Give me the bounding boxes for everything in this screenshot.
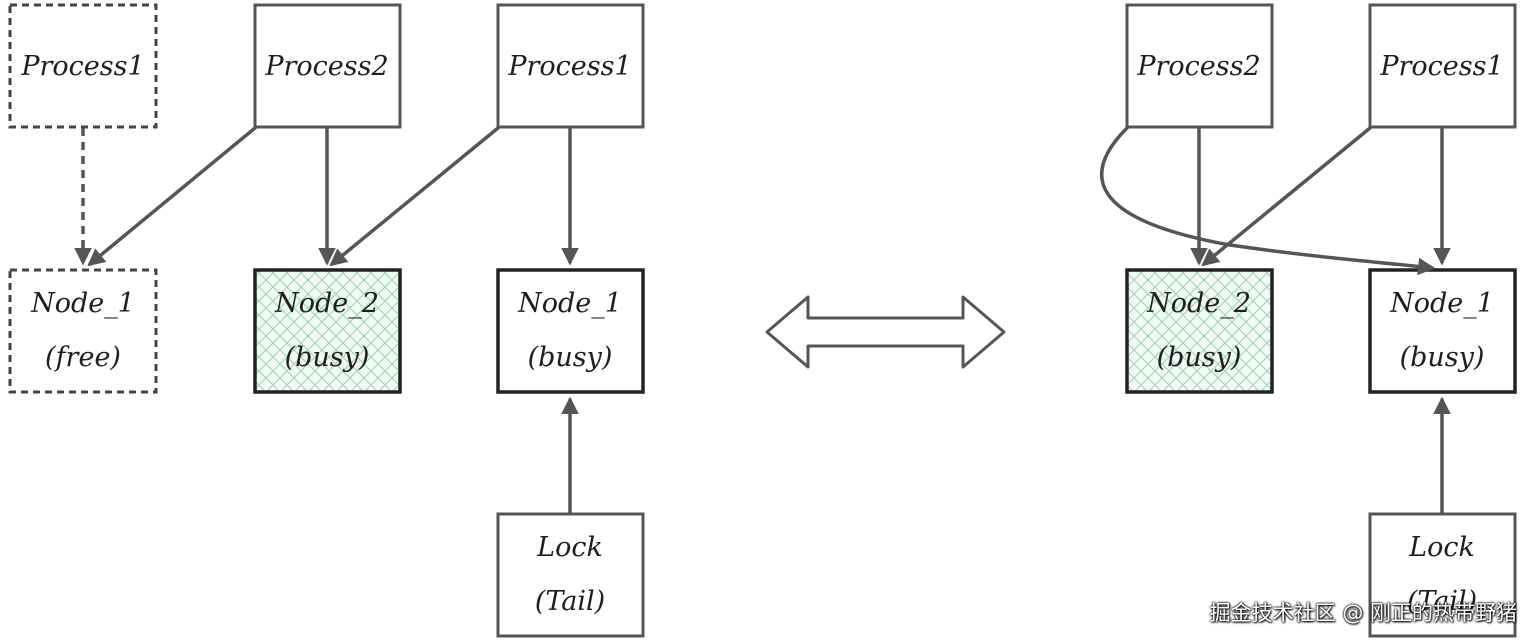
node1-free-name: Node_1 — [30, 288, 135, 319]
right-node2-name: Node_2 — [1146, 288, 1251, 319]
node2-state: (busy) — [285, 342, 370, 373]
process1-free-box: Process1 — [8, 3, 158, 129]
process1-free-label: Process1 — [20, 51, 144, 82]
right-process1-label: Process1 — [1379, 51, 1503, 82]
node1-free-state: (free) — [45, 342, 121, 373]
right-lock-sub: (Tail) — [1407, 586, 1477, 617]
right-diagram: Process2 Process1 Node_2 (busy) Node_1 (… — [1100, 3, 1517, 638]
process2-box: Process2 — [253, 3, 402, 129]
node1-busy-box: Node_1 (busy) — [496, 268, 645, 394]
process1-label: Process1 — [507, 51, 631, 82]
node1-free-box: Node_1 (free) — [8, 268, 158, 394]
right-node1-name: Node_1 — [1389, 288, 1494, 319]
lock-sub: (Tail) — [535, 586, 605, 617]
edge-process1-to-node2 — [329, 126, 500, 267]
node2-name: Node_2 — [274, 288, 379, 319]
right-lock-box: Lock (Tail) — [1368, 512, 1517, 638]
watermark: 掘金技术社区 @ 刚正的热带野猪 — [1209, 601, 1517, 625]
edge-process2-to-node1-free — [87, 126, 257, 267]
right-node1-busy-box: Node_1 (busy) — [1368, 268, 1517, 394]
node1-name: Node_1 — [517, 288, 622, 319]
right-lock-name: Lock — [1408, 532, 1475, 563]
edge-right-process1-to-node2 — [1201, 126, 1372, 267]
right-node1-state: (busy) — [1400, 342, 1485, 373]
double-arrow-icon — [765, 295, 1006, 369]
node2-busy-box: Node_2 (busy) — [253, 268, 402, 394]
process1-box: Process1 — [496, 3, 645, 129]
edge-right-process2-to-node1-curve — [1100, 126, 1436, 276]
right-process2-label: Process2 — [1136, 51, 1260, 82]
process2-label: Process2 — [264, 51, 388, 82]
lock-box: Lock (Tail) — [496, 512, 645, 638]
node1-state: (busy) — [528, 342, 613, 373]
right-node2-state: (busy) — [1157, 342, 1242, 373]
right-process2-box: Process2 — [1125, 3, 1274, 129]
right-process1-box: Process1 — [1368, 3, 1517, 129]
left-diagram: Process1 Process2 Process1 Node_1 (free)… — [8, 3, 645, 638]
right-node2-busy-box: Node_2 (busy) — [1125, 268, 1274, 394]
lock-name: Lock — [536, 532, 603, 563]
